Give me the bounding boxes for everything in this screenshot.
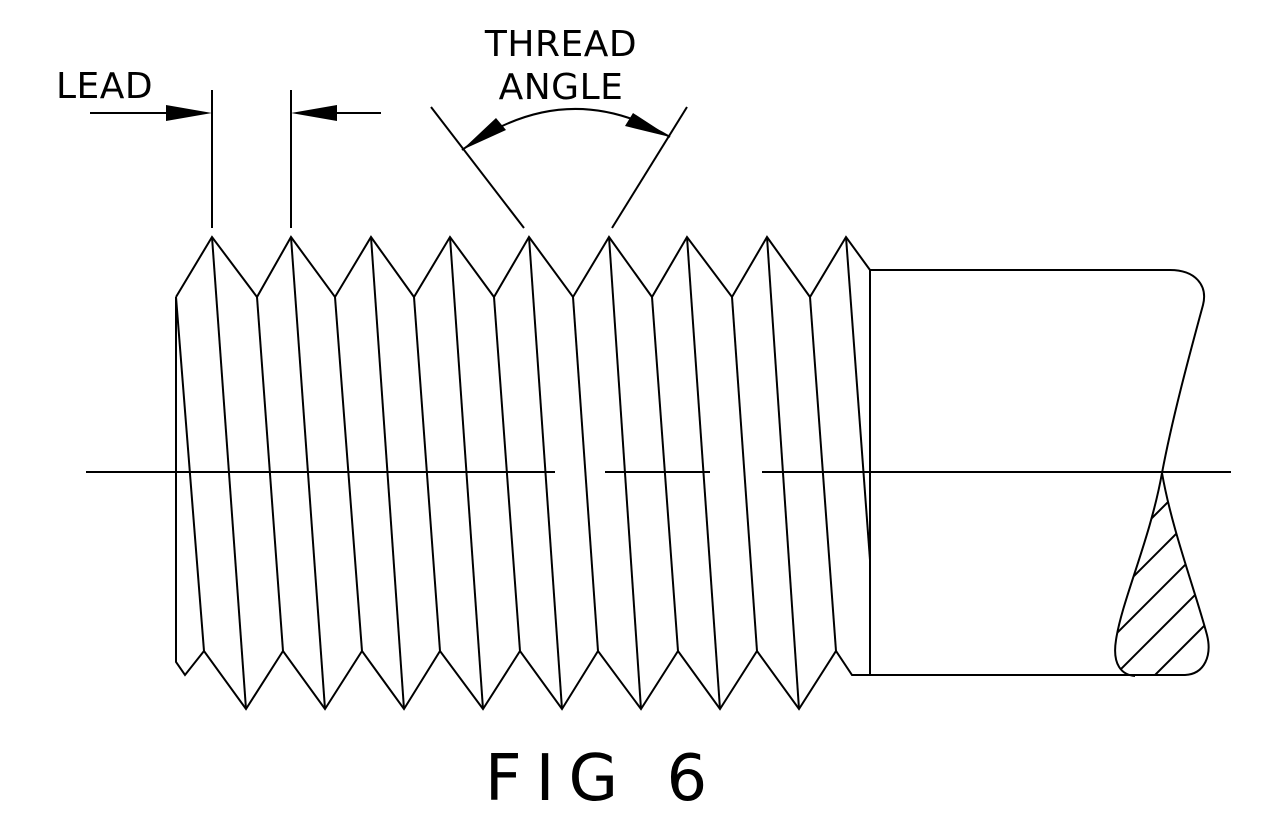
angle-label: ANGLE [499, 67, 624, 108]
lead-right-arrowhead [291, 105, 337, 121]
lead-left-arrowhead [166, 105, 212, 121]
lead-dimension [90, 90, 381, 228]
thread-label: THREAD [484, 24, 637, 65]
thread-bottom-profile [175, 297, 870, 711]
section-hatching [1115, 473, 1209, 676]
angle-left-arrowhead [462, 118, 506, 150]
figure-caption: FIG 6 [485, 742, 721, 816]
angle-right-arrowhead [625, 113, 670, 137]
lead-label: LEAD [56, 66, 153, 107]
thread-top-profile [175, 235, 871, 299]
